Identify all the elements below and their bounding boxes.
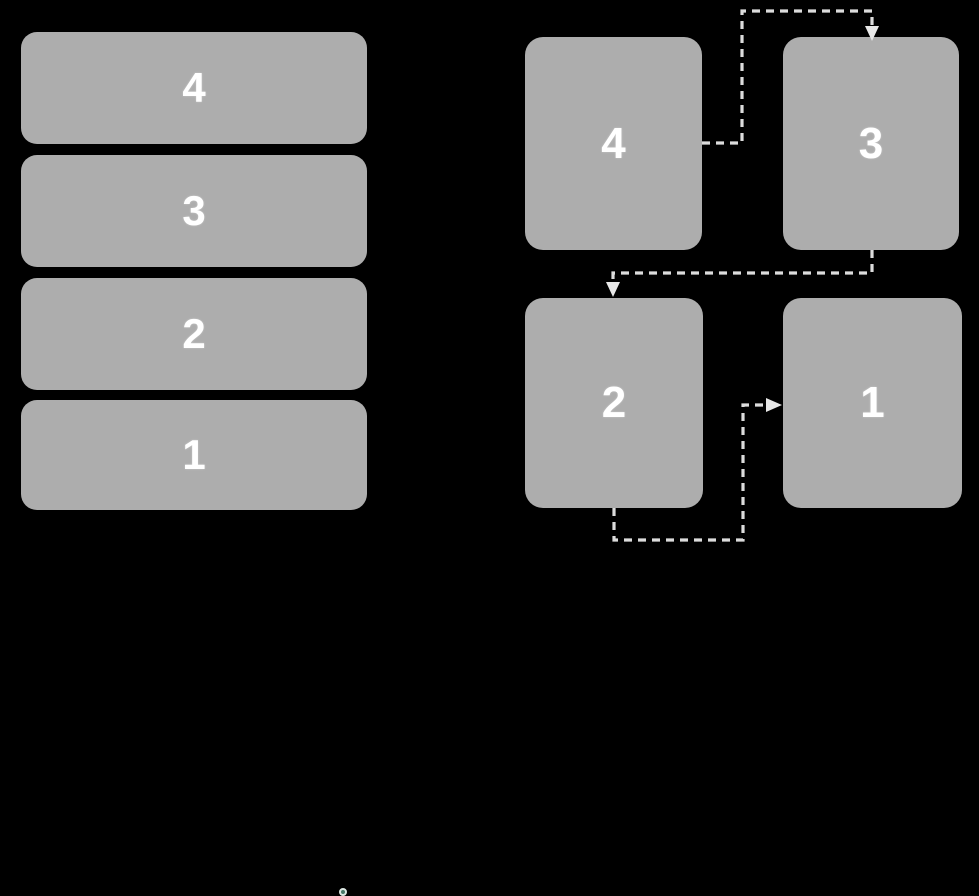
- stack-card-2[interactable]: 2: [21, 278, 367, 390]
- grid-card-3[interactable]: 3: [783, 37, 959, 250]
- arrowhead-into-card-1: [766, 398, 782, 412]
- stack-card-label: 4: [182, 64, 206, 111]
- connector-3-to-2: [606, 250, 874, 297]
- grid-card-label: 3: [858, 118, 884, 168]
- connector-3-to-2-path: [611, 250, 874, 285]
- stack-card-label: 1: [182, 431, 206, 478]
- grid-card-2[interactable]: 2: [525, 298, 703, 508]
- grid-card-4[interactable]: 4: [525, 37, 702, 250]
- cursor-dot-marker: [339, 888, 347, 896]
- stack-card-4[interactable]: 4: [21, 32, 367, 144]
- stack-card-1[interactable]: 1: [21, 400, 367, 896]
- diagram-canvas: 4 3 2 1 4 3 2 1: [21, 9, 962, 896]
- stack-card-label: 2: [182, 310, 206, 357]
- grid-card-label: 1: [860, 378, 885, 427]
- arrowhead-into-card-2: [606, 282, 620, 297]
- grid-card-label: 2: [601, 378, 627, 427]
- grid-card-label: 4: [601, 118, 626, 168]
- stack-card-3[interactable]: 3: [21, 155, 367, 267]
- stack-card-label: 3: [182, 187, 206, 234]
- grid-card-1[interactable]: 1: [783, 298, 962, 508]
